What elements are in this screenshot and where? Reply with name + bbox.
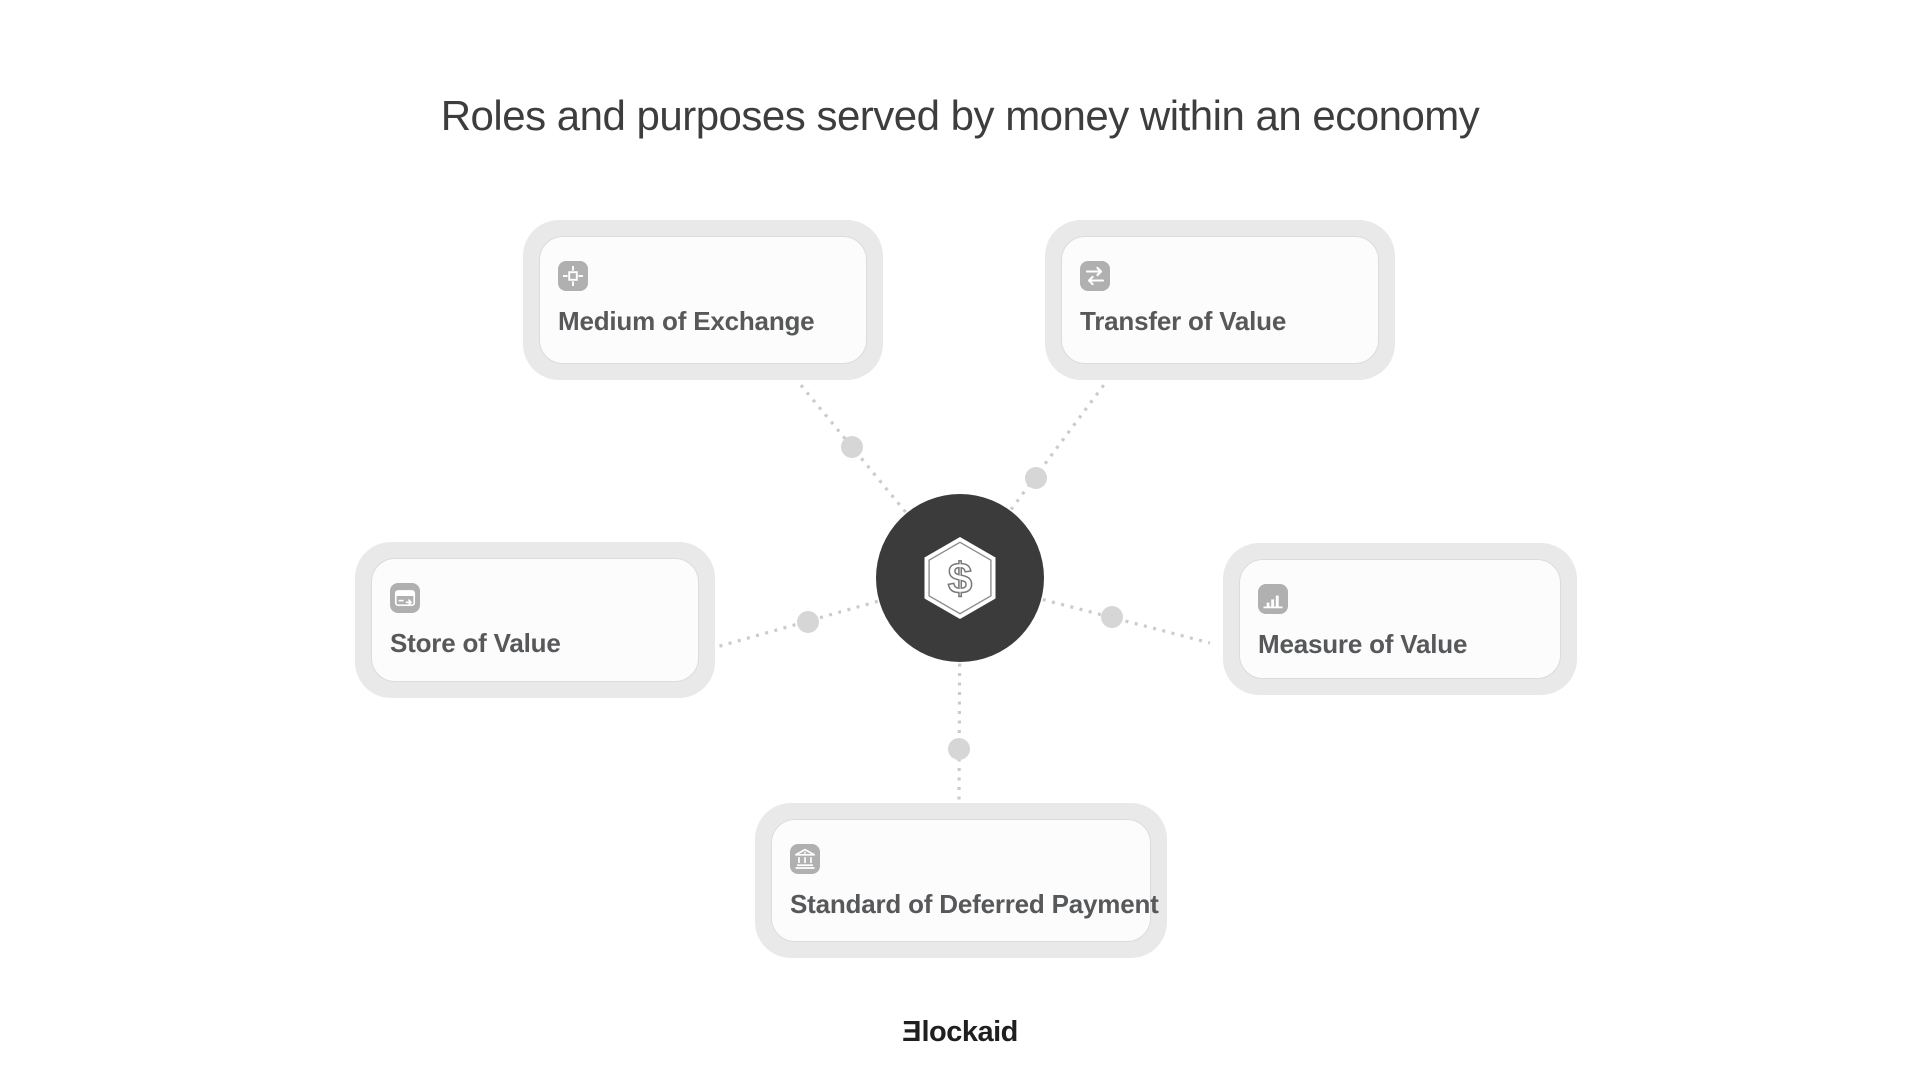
node-card: Store of Value xyxy=(371,558,699,682)
connector-line xyxy=(798,382,962,580)
node-card: Medium of Exchange xyxy=(539,236,867,364)
connector-dot xyxy=(797,611,819,633)
crosshair-icon xyxy=(558,261,588,291)
bar-chart-icon xyxy=(1258,584,1288,614)
node-store-of-value: Store of Value xyxy=(355,542,715,698)
connector-dot xyxy=(1025,467,1047,489)
money-hub: $ xyxy=(876,494,1044,662)
swap-arrows-icon xyxy=(1080,261,1110,291)
node-label: Measure of Value xyxy=(1258,629,1468,659)
node-standard-of-deferred-payment: Standard of Deferred Payment xyxy=(755,803,1167,958)
dollar-hexagon-icon: $ xyxy=(924,537,996,619)
blockaid-logo-mark: Ǝ xyxy=(902,1016,922,1048)
node-label: Transfer of Value xyxy=(1080,306,1287,336)
svg-text:$: $ xyxy=(948,555,972,604)
node-card: Standard of Deferred Payment xyxy=(771,819,1159,942)
node-card: Transfer of Value xyxy=(1061,236,1379,364)
connector-dot xyxy=(1101,606,1123,628)
node-medium-of-exchange: Medium of Exchange xyxy=(523,220,883,380)
node-label: Medium of Exchange xyxy=(558,306,815,336)
blockaid-logo-text: lockaid xyxy=(921,1016,1018,1048)
bank-icon xyxy=(790,844,820,874)
node-measure-of-value: Measure of Value xyxy=(1223,543,1577,695)
card-save-icon xyxy=(390,583,420,613)
node-transfer-of-value: Transfer of Value xyxy=(1045,220,1395,380)
connector-dot xyxy=(841,436,863,458)
connector-dot xyxy=(948,738,970,760)
node-label: Standard of Deferred Payment xyxy=(790,889,1159,919)
node-card: Measure of Value xyxy=(1239,559,1561,679)
node-label: Store of Value xyxy=(390,628,561,658)
page-title: Roles and purposes served by money withi… xyxy=(440,92,1480,139)
blockaid-logo: Ǝlockaid xyxy=(0,1016,1920,1049)
